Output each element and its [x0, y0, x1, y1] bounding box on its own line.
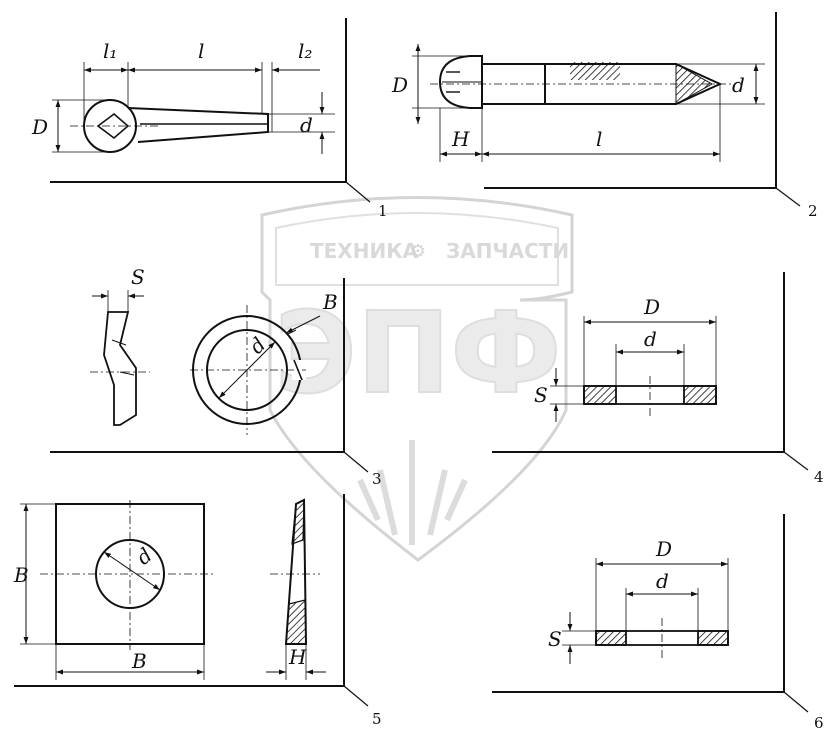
figure-3-spring-washer	[50, 278, 369, 473]
fig1-dim-l: l	[198, 39, 204, 63]
watermark-big-text: ЭПФ	[275, 289, 562, 419]
fig2-dim-l: l	[596, 127, 602, 151]
fig4-dim-d: d	[644, 327, 657, 351]
watermark-top-left-text: ТЕХНИКА	[310, 239, 419, 263]
figure-2-screw	[412, 12, 801, 207]
watermark-shield	[260, 196, 574, 562]
figure-1-cotter-pin	[50, 18, 371, 203]
figure-2-number: 2	[808, 202, 818, 220]
fig3-dim-S: S	[131, 265, 145, 289]
figure-5-square-washer	[14, 494, 369, 707]
fig1-dim-l1: l₁	[103, 39, 117, 63]
fig5-dim-B-left: B	[13, 563, 29, 587]
fig3-dim-B: B	[322, 290, 338, 314]
watermark-gear-icon: ⚙	[410, 241, 426, 262]
watermark-top-right-text: ЗАПЧАСТИ	[446, 239, 569, 263]
fig4-dim-D: D	[643, 295, 660, 319]
fig1-dim-l2: l₂	[298, 39, 312, 63]
fig2-dim-D: D	[391, 73, 408, 97]
fig5-dim-H: H	[288, 645, 307, 669]
fig6-dim-D: D	[655, 537, 672, 561]
figure-6-thin-washer	[492, 514, 809, 713]
figure-3-number: 3	[372, 470, 382, 488]
fig1-dim-D: D	[31, 115, 48, 139]
fig2-dim-d: d	[732, 73, 745, 97]
watermark: ТЕХНИКА ⚙ ЗАПЧАСТИ ЭПФ	[260, 196, 574, 562]
fig5-dim-B-bottom: B	[131, 649, 147, 673]
fig5-dim-d: d	[132, 543, 157, 570]
figure-6-number: 6	[814, 714, 824, 732]
fig4-dim-S: S	[534, 383, 548, 407]
figure-4-number: 4	[814, 468, 824, 486]
fig2-dim-H: H	[451, 127, 470, 151]
fig3-dim-d: d	[244, 332, 270, 358]
figure-4-flat-washer	[492, 272, 809, 471]
figure-5-number: 5	[372, 710, 382, 728]
watermark-wheat-icon	[357, 440, 468, 545]
fig6-dim-S: S	[548, 627, 562, 651]
fig1-dim-d: d	[300, 113, 313, 137]
figure-1-number: 1	[378, 202, 388, 220]
fig6-dim-d: d	[656, 569, 669, 593]
